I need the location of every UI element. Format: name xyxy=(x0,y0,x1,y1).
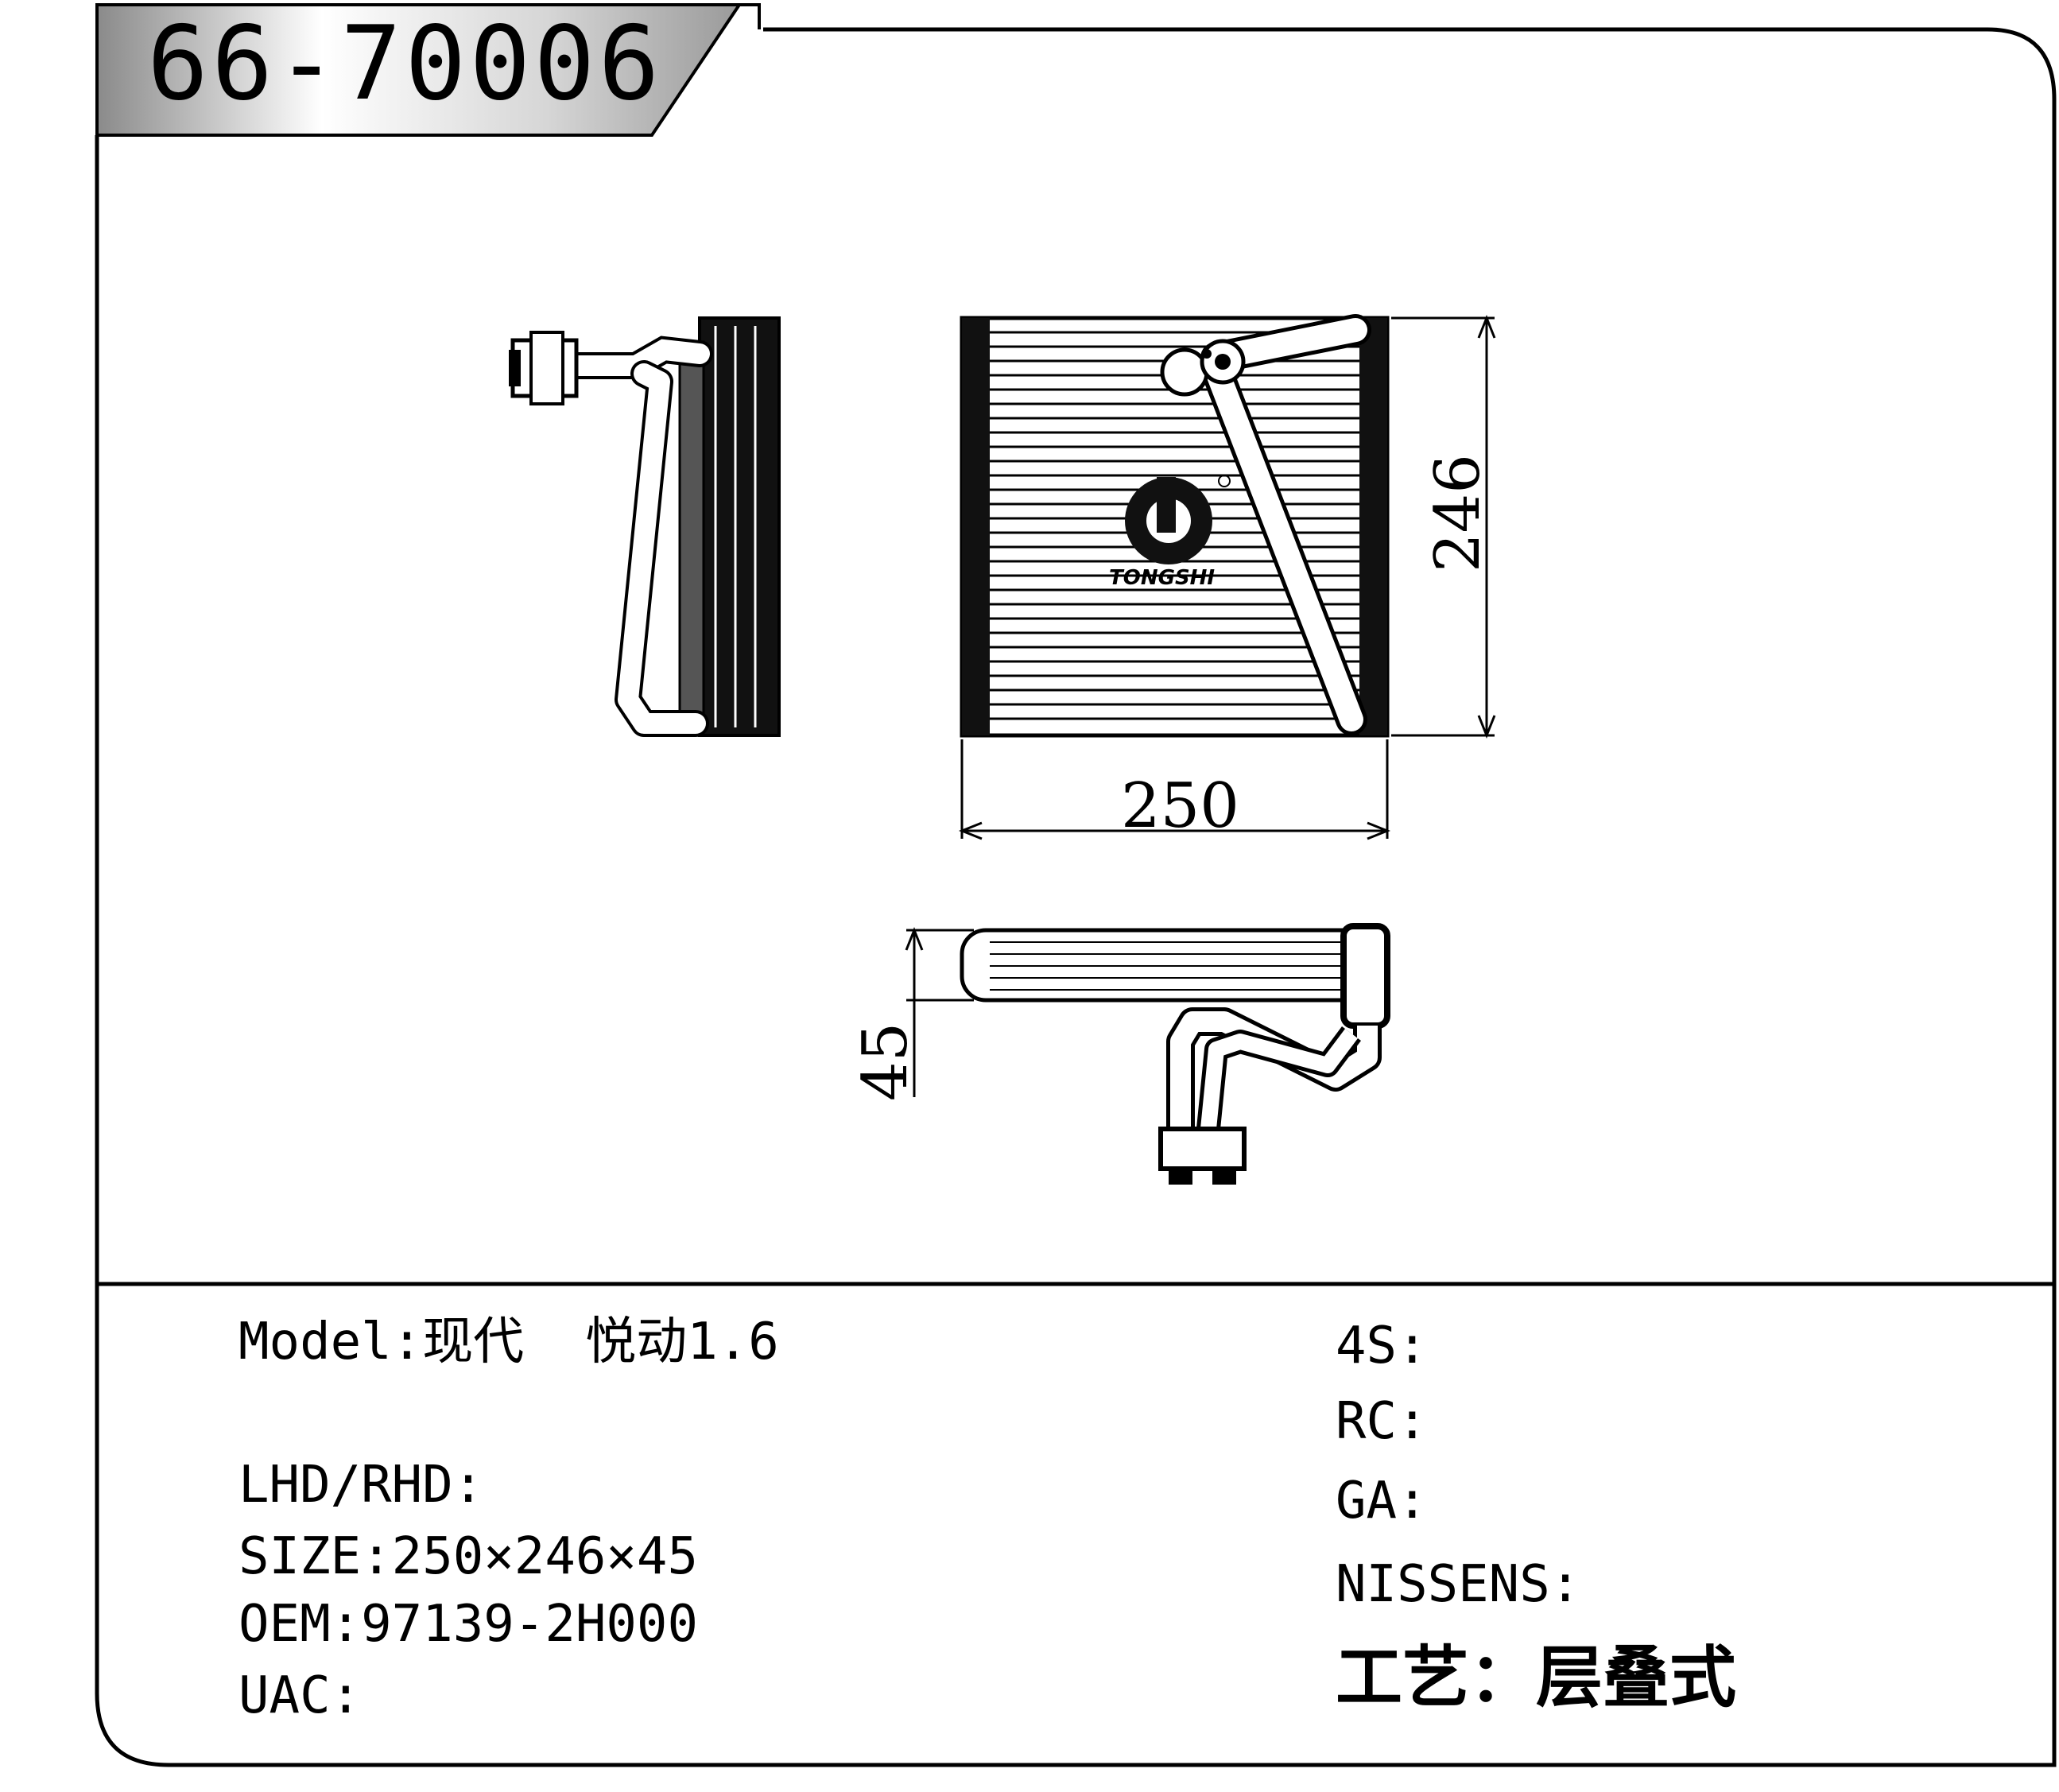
spec-oem: OEM:97139-2H000 xyxy=(238,1595,698,1654)
dimension-lines xyxy=(905,314,1496,1097)
spec-4s: 4S: xyxy=(1336,1317,1428,1375)
brand-logo-icon: TONGSHI xyxy=(1109,475,1231,590)
spec-process: 工艺：层叠式 xyxy=(1336,1639,1737,1716)
height-dimension-label: 246 xyxy=(1422,454,1494,572)
spec-size: SIZE:250×246×45 xyxy=(238,1527,698,1586)
width-dimension-label: 250 xyxy=(1121,770,1239,842)
spec-uac: UAC: xyxy=(238,1666,362,1725)
evaporator-front-view: TONGSHI xyxy=(960,314,1390,738)
spec-lhd-rhd: LHD/RHD: xyxy=(238,1456,484,1515)
spec-model: Model:现代 悦动1.6 xyxy=(238,1313,779,1371)
evaporator-top-view xyxy=(960,923,1390,1185)
part-number-title: 66-70006 xyxy=(147,5,663,123)
depth-dimension-label: 45 xyxy=(850,1022,921,1101)
evaporator-side-view xyxy=(509,316,781,737)
svg-text:TONGSHI: TONGSHI xyxy=(1109,566,1215,590)
spec-nissens: NISSENS: xyxy=(1336,1555,1581,1614)
spec-ga: GA: xyxy=(1336,1472,1428,1530)
spec-rc: RC: xyxy=(1336,1392,1428,1451)
